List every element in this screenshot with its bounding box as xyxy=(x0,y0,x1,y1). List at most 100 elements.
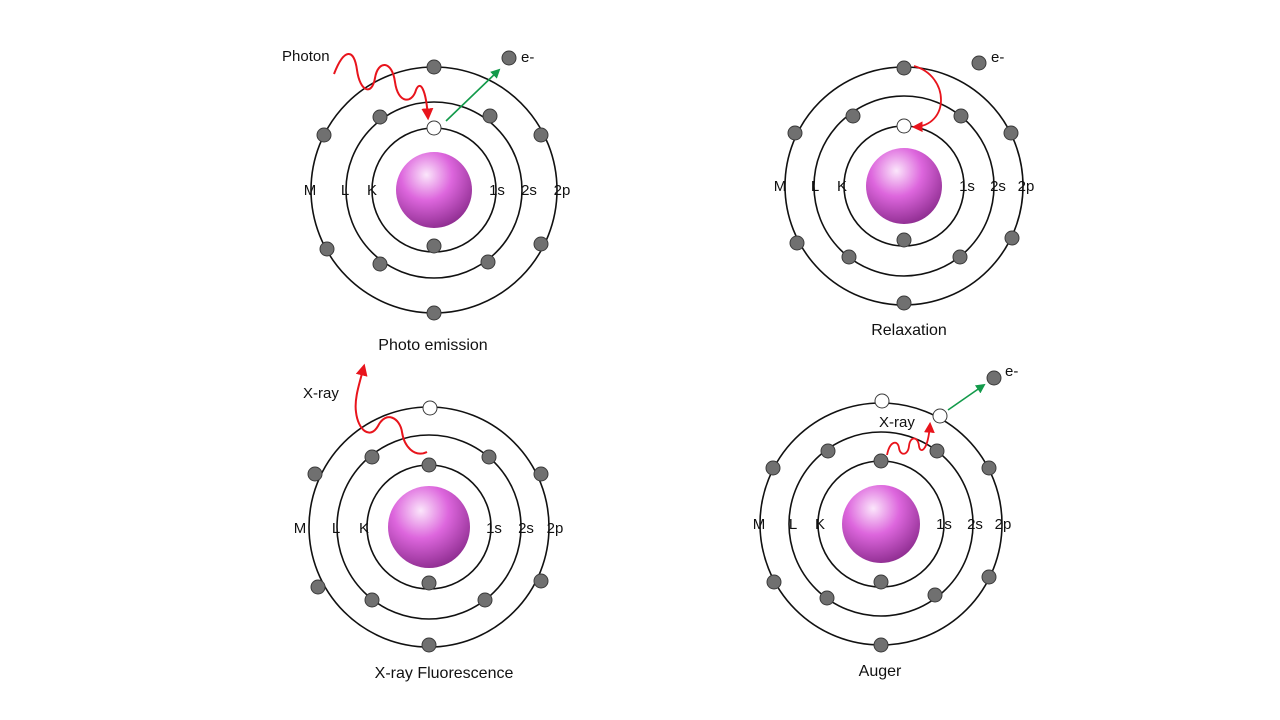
electron xyxy=(426,305,442,321)
free-electron xyxy=(971,55,987,71)
electrons xyxy=(316,50,549,321)
electron xyxy=(319,241,335,257)
panel-photo-emission: Photon e- M L K 1s 2s 2p Photo emission xyxy=(282,48,570,354)
shell-label-l: L xyxy=(332,520,340,537)
orbit-l xyxy=(813,95,995,277)
shell-label-m: M xyxy=(294,520,307,537)
shell-label-k: K xyxy=(359,520,369,537)
electron xyxy=(873,574,889,590)
electron xyxy=(481,449,497,465)
electron xyxy=(929,443,945,459)
electron xyxy=(953,108,969,124)
panel-caption: Relaxation xyxy=(871,322,947,339)
shell-label-l: L xyxy=(341,182,349,199)
electron xyxy=(896,118,912,134)
shell-labels: M L K 1s 2s 2p xyxy=(774,178,1035,195)
electron xyxy=(820,443,836,459)
shell-label-1s: 1s xyxy=(489,182,505,199)
electron xyxy=(364,449,380,465)
photon-wave xyxy=(333,53,434,121)
electron xyxy=(1003,125,1019,141)
electron xyxy=(981,460,997,476)
electron xyxy=(426,120,442,136)
electron xyxy=(364,592,380,608)
nucleus xyxy=(842,485,920,563)
shell-label-2p: 2p xyxy=(1018,178,1035,195)
electron xyxy=(533,573,549,589)
vacancy xyxy=(932,408,948,424)
electron xyxy=(372,109,388,125)
shell-label-k: K xyxy=(367,182,377,199)
electron xyxy=(927,587,943,603)
shell-labels: M L K 1s 2s 2p xyxy=(753,516,1012,533)
electron xyxy=(426,238,442,254)
electrons xyxy=(307,400,549,653)
panel-auger: X-ray e- M L K 1s 2s 2p Auger xyxy=(753,363,1019,680)
xray-label: X-ray xyxy=(879,414,915,431)
electron xyxy=(310,579,326,595)
shell-label-2s: 2s xyxy=(518,520,534,537)
electron xyxy=(873,637,889,653)
shell-label-2s: 2s xyxy=(967,516,983,533)
shell-label-m: M xyxy=(774,178,787,195)
electron xyxy=(480,254,496,270)
electrons xyxy=(765,370,1002,653)
panel-caption: X-ray Fluorescence xyxy=(375,665,514,682)
electron xyxy=(789,235,805,251)
ejection-arrow xyxy=(445,68,501,122)
shell-label-k: K xyxy=(837,178,847,195)
electron xyxy=(845,108,861,124)
electron xyxy=(841,249,857,265)
ejection-arrow xyxy=(947,383,986,411)
electron xyxy=(482,108,498,124)
shell-label-l: L xyxy=(789,516,797,533)
electron xyxy=(307,466,323,482)
nucleus xyxy=(388,486,470,568)
panel-relaxation: e- M L K 1s 2s 2p Relaxation xyxy=(774,49,1035,339)
photon-label: Photon xyxy=(282,48,330,65)
relaxation-arrow xyxy=(911,65,942,133)
electron xyxy=(766,574,782,590)
electron xyxy=(873,453,889,469)
electron xyxy=(477,592,493,608)
electron xyxy=(533,236,549,252)
electron xyxy=(421,575,437,591)
electron xyxy=(819,590,835,606)
shell-label-2s: 2s xyxy=(521,182,537,199)
nucleus xyxy=(396,152,472,228)
electron-label: e- xyxy=(521,49,534,66)
shell-label-2s: 2s xyxy=(990,178,1006,195)
electron xyxy=(765,460,781,476)
electron xyxy=(533,127,549,143)
shell-label-2p: 2p xyxy=(547,520,564,537)
nucleus xyxy=(866,148,942,224)
orbit-l xyxy=(788,431,974,617)
shell-label-2p: 2p xyxy=(554,182,571,199)
panel-x-ray-fluorescence: X-ray M L K 1s 2s 2p X-ray Fluorescence xyxy=(294,363,564,682)
electrons xyxy=(787,55,1020,311)
ejected-electron xyxy=(986,370,1002,386)
electron xyxy=(426,59,442,75)
vacancy xyxy=(874,393,890,409)
shell-label-k: K xyxy=(815,516,825,533)
electron xyxy=(952,249,968,265)
orbit-l xyxy=(345,101,523,279)
xray-label: X-ray xyxy=(303,385,339,402)
vacancy xyxy=(422,400,438,416)
shell-label-2p: 2p xyxy=(995,516,1012,533)
electron-label: e- xyxy=(991,49,1004,66)
shell-label-m: M xyxy=(304,182,317,199)
electron xyxy=(316,127,332,143)
electron xyxy=(896,60,912,76)
shell-label-1s: 1s xyxy=(959,178,975,195)
electron xyxy=(787,125,803,141)
electron xyxy=(896,295,912,311)
xray-wave xyxy=(354,363,428,455)
ejected-electron xyxy=(501,50,517,66)
xray-wave xyxy=(886,421,935,456)
electron xyxy=(421,457,437,473)
shell-labels: M L K 1s 2s 2p xyxy=(304,182,571,199)
shell-label-l: L xyxy=(811,178,819,195)
electron-label: e- xyxy=(1005,363,1018,380)
